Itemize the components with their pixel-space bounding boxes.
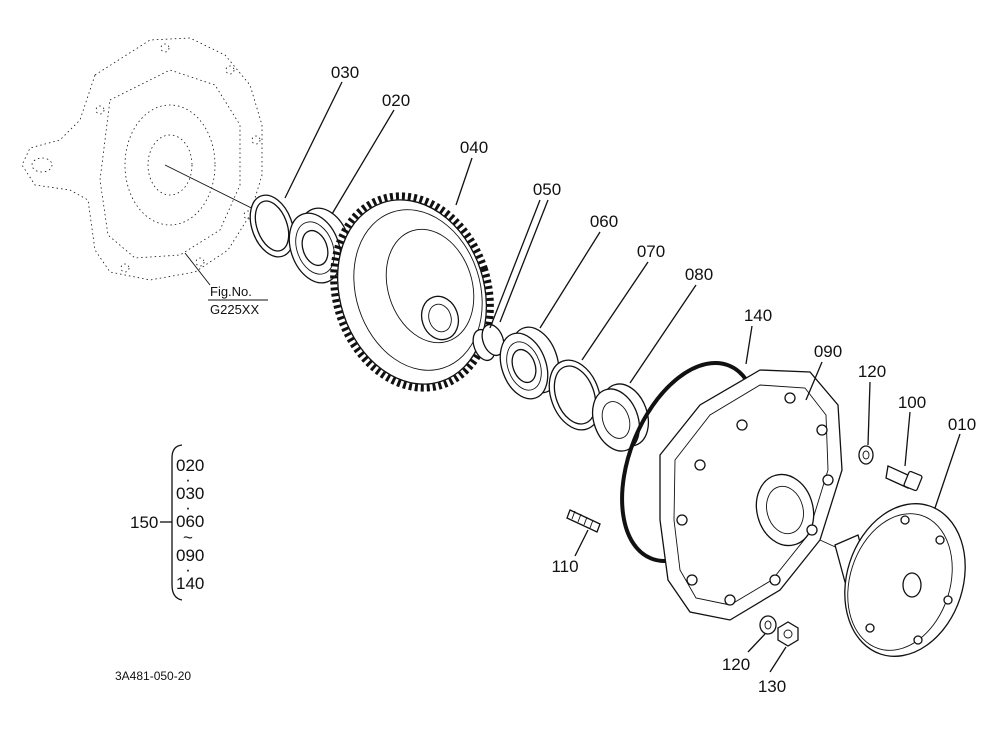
label-110: 110 xyxy=(551,557,578,576)
bearing-060 xyxy=(499,326,560,400)
kit-item-5: 140 xyxy=(176,574,204,593)
housing-outline xyxy=(21,37,263,281)
label-090: 090 xyxy=(814,342,842,361)
washer-120-upper xyxy=(858,445,874,465)
label-070: 070 xyxy=(637,242,665,261)
kit-item-4: 090 xyxy=(176,546,204,565)
kit-label: 150 xyxy=(130,513,158,532)
label-080: 080 xyxy=(685,265,713,284)
drawing-id: 3A481-050-20 xyxy=(115,669,191,683)
cover-090 xyxy=(659,369,843,621)
label-040: 040 xyxy=(460,138,488,157)
kit-sep-4: · xyxy=(185,560,191,579)
ring-070 xyxy=(548,359,602,431)
label-100: 100 xyxy=(898,393,926,412)
label-120-upper: 120 xyxy=(858,362,886,381)
label-140: 140 xyxy=(744,306,772,325)
figure-ref-line1: Fig.No. xyxy=(210,284,252,299)
leader-lines xyxy=(184,81,961,673)
snap-ring-030 xyxy=(249,194,295,258)
label-050: 050 xyxy=(533,180,561,199)
kit-sep-3: ~ xyxy=(183,528,193,547)
label-130: 130 xyxy=(758,677,786,696)
bolt-100 xyxy=(885,465,923,492)
kit-item-1: 020 xyxy=(176,456,204,475)
snap-rings-050 xyxy=(472,323,505,362)
flange-010 xyxy=(834,503,966,657)
kit-sep-2: · xyxy=(185,498,191,517)
kit-item-2: 030 xyxy=(176,484,204,503)
washer-120-lower xyxy=(759,615,777,635)
figure-ref-line2: G225XX xyxy=(210,302,259,317)
nut-130 xyxy=(777,621,799,647)
kit-item-3: 060 xyxy=(176,512,204,531)
label-020: 020 xyxy=(382,91,410,110)
label-010: 010 xyxy=(948,415,976,434)
label-120-lower: 120 xyxy=(722,655,750,674)
gear-040 xyxy=(330,192,494,392)
kit-sep-1: · xyxy=(185,470,191,489)
label-060: 060 xyxy=(590,212,618,231)
label-030: 030 xyxy=(331,63,359,82)
stud-110 xyxy=(566,509,601,533)
kit-bracket: 150 020 · 030 · 060 ~ 090 · 140 xyxy=(130,444,204,601)
